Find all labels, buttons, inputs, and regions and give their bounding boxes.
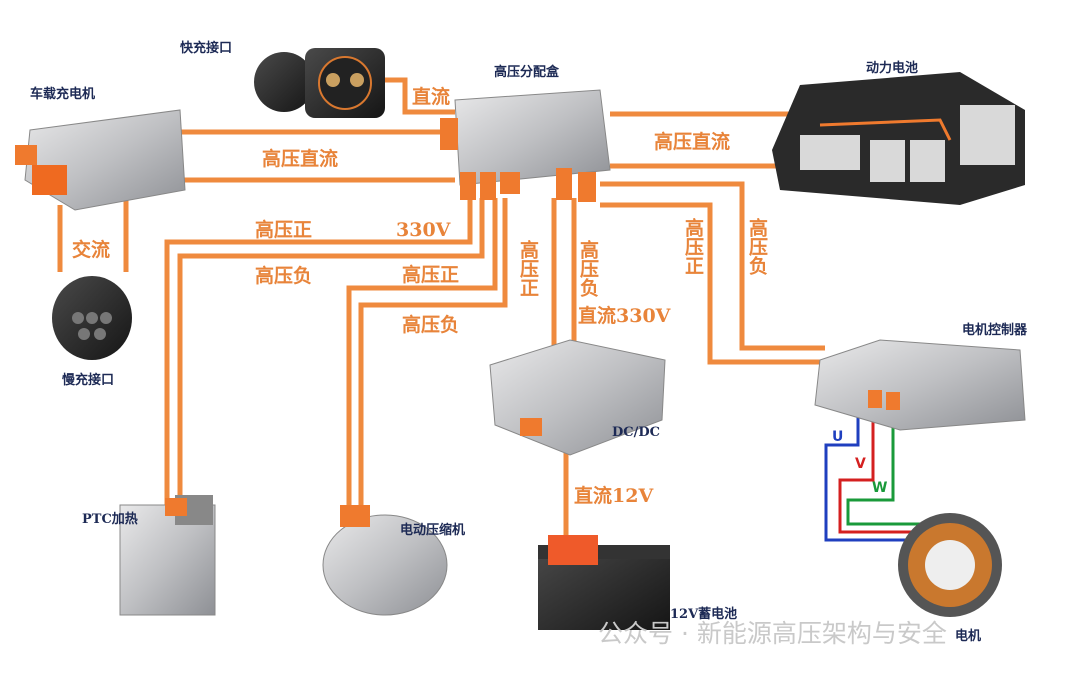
wire-fast-dc	[385, 77, 455, 115]
wire-label-battery-hv-dc: 高压直流	[654, 130, 730, 153]
wire-label-ptc-pos: 高压正	[255, 218, 312, 241]
label-electric-compressor: 电动压缩机	[400, 522, 465, 538]
label-slow-charge-port: 慢充接口	[62, 372, 114, 388]
label-motor: 电机	[955, 628, 981, 644]
battery-12v	[538, 535, 670, 630]
wire-ptc-pos	[164, 198, 473, 505]
motor	[898, 513, 1002, 617]
power-battery	[772, 72, 1025, 205]
electric-compressor	[322, 505, 448, 616]
wire-comp-neg	[358, 198, 508, 512]
motor-controller	[814, 339, 1026, 431]
wire-label-ac: 交流	[72, 238, 110, 261]
pdu	[440, 89, 611, 202]
wire-label-mc-neg: 高压负	[746, 217, 768, 276]
wire-label-330v: 330V	[396, 219, 452, 241]
label-dcdc: DC/DC	[612, 425, 660, 440]
wire-label-12v: 直流12V	[574, 484, 654, 507]
wire-mc-pos	[600, 202, 825, 365]
wires	[57, 77, 825, 545]
wire-label-ptc-neg: 高压负	[255, 264, 312, 287]
label-pdu: 高压分配盒	[494, 64, 560, 80]
wire-phase-v	[838, 405, 940, 534]
watermark: 公众号 · 新能源高压架构与安全	[598, 619, 947, 648]
label-onboard-charger: 车载充电机	[30, 86, 95, 102]
wire-phase-w	[846, 405, 940, 526]
ptc-heater	[119, 495, 216, 616]
wire-label-fast-dc: 直流	[412, 85, 450, 108]
label-battery-12v: 12V蓄电池	[670, 606, 737, 622]
wire-label-dcdc-neg: 高压负	[577, 239, 599, 298]
dcdc-converter	[489, 339, 666, 456]
wire-comp-pos	[346, 198, 498, 512]
phase-label-v: V	[855, 456, 866, 472]
wire-label-obc-hv-dc: 高压直流	[262, 147, 338, 170]
wire-label-mc-pos: 高压正	[682, 217, 704, 275]
label-fast-charge-port: 快充接口	[180, 40, 232, 56]
wire-label-dcdc-pos: 高压正	[517, 239, 539, 297]
wire-label-comp-neg: 高压负	[402, 313, 459, 336]
wire-phase-u	[824, 405, 940, 542]
phase-wires	[824, 405, 940, 542]
fast-charge-port	[254, 48, 385, 118]
label-motor-controller: 电机控制器	[962, 322, 1028, 338]
phase-label-w: W	[872, 480, 887, 496]
slow-charge-port	[52, 276, 132, 360]
wire-mc-neg	[600, 181, 825, 351]
onboard-charger	[15, 109, 186, 211]
phase-label-u: U	[832, 429, 843, 445]
wire-label-dcdc-in: 直流330V	[578, 304, 672, 327]
label-power-battery: 动力电池	[866, 60, 918, 76]
wire-label-comp-pos: 高压正	[402, 263, 459, 286]
wire-ptc-neg	[177, 198, 485, 505]
label-ptc-heater: PTC加热	[82, 511, 138, 527]
